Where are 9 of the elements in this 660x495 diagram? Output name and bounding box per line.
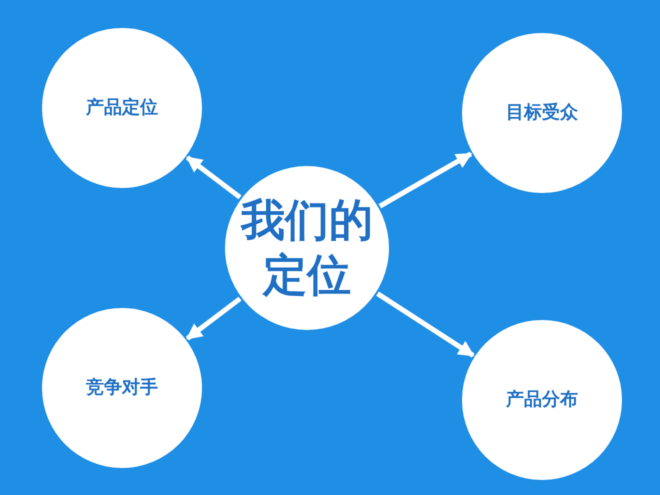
node-label: 目标受众 bbox=[505, 102, 579, 124]
node-label: 我们的定位 bbox=[239, 194, 374, 303]
arrow bbox=[378, 152, 472, 208]
node-label: 竞争对手 bbox=[85, 376, 159, 400]
arrow bbox=[186, 296, 242, 341]
node-label: 产品分布 bbox=[505, 388, 579, 412]
arrow bbox=[376, 292, 474, 358]
node-label: 产品定位 bbox=[85, 96, 159, 120]
arrow bbox=[186, 155, 242, 200]
